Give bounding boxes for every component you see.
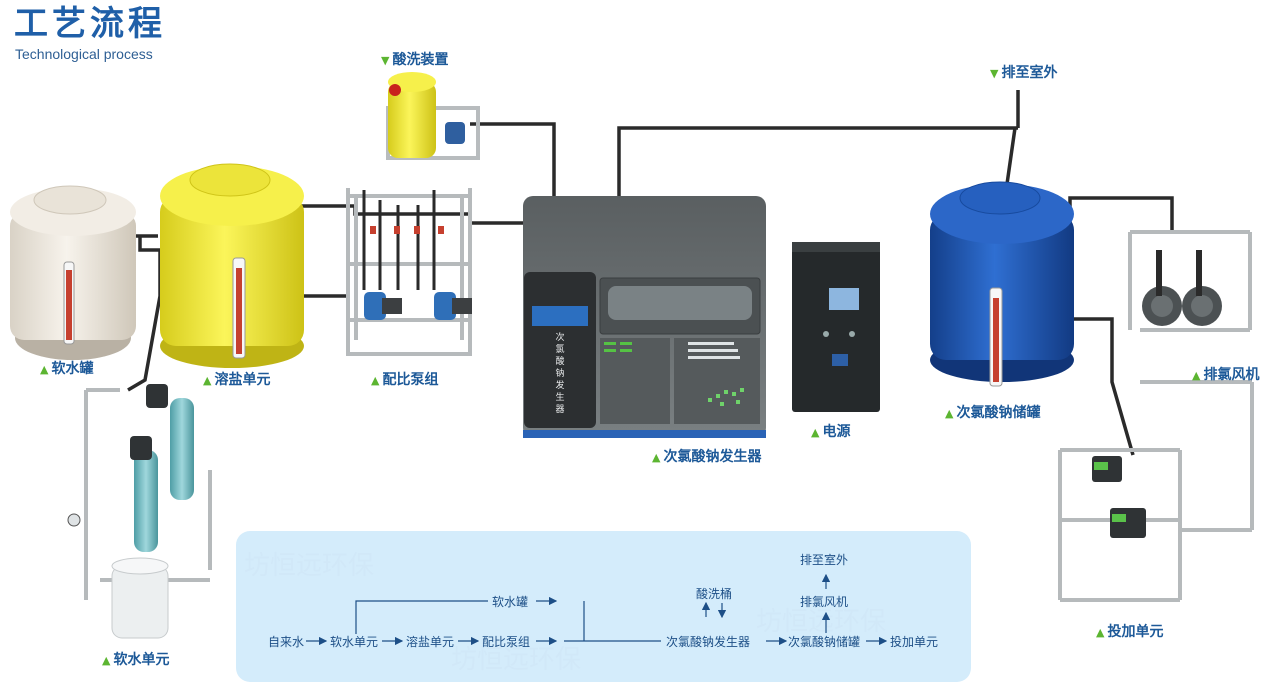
- triangle-down-icon: ▼: [381, 54, 390, 67]
- soft-water-tank: [10, 185, 136, 360]
- ratio-pump-rack: [346, 188, 472, 356]
- page-title: 工艺流程: [14, 4, 166, 44]
- triangle-down-icon: ▼: [990, 67, 999, 80]
- flow-chart-panel: 坊恒远环保 坊恒远环保 坊恒远环保: [236, 531, 971, 682]
- generator-panel-char: 器: [555, 404, 564, 415]
- label-chlorine-fan: ▲排氯风机: [1192, 367, 1260, 383]
- label-storage-tank: ▲次氯酸钠储罐: [945, 405, 1041, 421]
- triangle-up-icon: ▲: [371, 374, 380, 387]
- flow-node-fan: 排氯风机: [800, 595, 849, 609]
- flow-node-acid-bucket: 酸洗桶: [696, 587, 733, 601]
- triangle-up-icon: ▲: [811, 426, 820, 439]
- softener-unit: [67, 384, 212, 639]
- label-softener-unit: ▲软水单元: [102, 652, 170, 668]
- dosing-unit-rack: [1058, 380, 1254, 602]
- generator-panel-char: 酸: [555, 356, 564, 367]
- generator-panel-char: 氯: [555, 343, 564, 355]
- flow-node-dosing: 投加单元: [890, 635, 939, 649]
- flow-node-storage: 次氯酸钠储罐: [788, 635, 861, 649]
- label-salt-unit: ▲溶盐单元: [203, 372, 271, 388]
- label-power-supply: ▲电源: [811, 424, 851, 440]
- label-acid-wash: ▼酸洗装置: [381, 52, 449, 68]
- flow-node-softener: 软水单元: [330, 635, 379, 649]
- flow-node-generator: 次氯酸钠发生器: [666, 635, 751, 649]
- acid-wash-device: [386, 72, 480, 160]
- flow-node-salt: 溶盐单元: [406, 635, 455, 649]
- generator-panel-char: 生: [555, 391, 564, 403]
- label-vent-outside: ▼排至室外: [990, 65, 1058, 81]
- flow-node-soft-tank: 软水罐: [492, 595, 529, 609]
- sodium-hypochlorite-generator: 次氯酸钠发生器: [523, 196, 766, 438]
- power-cabinet: [792, 242, 880, 412]
- ratio-pumps: [362, 190, 472, 320]
- watermark: 坊恒远环保: [244, 551, 375, 581]
- generator-vertical-text: 次氯酸钠发生器: [555, 331, 564, 415]
- triangle-up-icon: ▲: [1096, 626, 1105, 639]
- triangle-up-icon: ▲: [102, 654, 111, 667]
- chlorine-exhaust-fans: [1128, 230, 1252, 332]
- page-subtitle: Technological process: [15, 46, 153, 62]
- salt-dissolving-tank: [160, 163, 304, 368]
- label-soft-water-tank: ▲软水罐: [40, 361, 94, 377]
- triangle-up-icon: ▲: [40, 363, 49, 376]
- triangle-up-icon: ▲: [1192, 369, 1201, 382]
- watermark: 坊恒远环保: [756, 607, 887, 637]
- label-generator: ▲次氯酸钠发生器: [652, 449, 762, 465]
- generator-panel-char: 钠: [555, 367, 564, 379]
- triangle-up-icon: ▲: [945, 407, 954, 420]
- storage-tank: [930, 181, 1074, 387]
- label-dosing-unit: ▲投加单元: [1096, 624, 1164, 640]
- triangle-up-icon: ▲: [203, 374, 212, 387]
- triangle-up-icon: ▲: [652, 451, 661, 464]
- generator-panel-char: 次: [555, 331, 564, 343]
- label-ratio-pump: ▲配比泵组: [371, 372, 439, 388]
- pipe-network: [127, 90, 1174, 456]
- flow-node-vent: 排至室外: [800, 553, 849, 567]
- watermark: 坊恒远环保: [451, 645, 582, 675]
- generator-panel-char: 发: [555, 379, 564, 391]
- flow-node-tap-water: 自来水: [268, 635, 305, 649]
- flow-node-pump: 配比泵组: [482, 635, 531, 649]
- flow-arrows: [306, 573, 888, 646]
